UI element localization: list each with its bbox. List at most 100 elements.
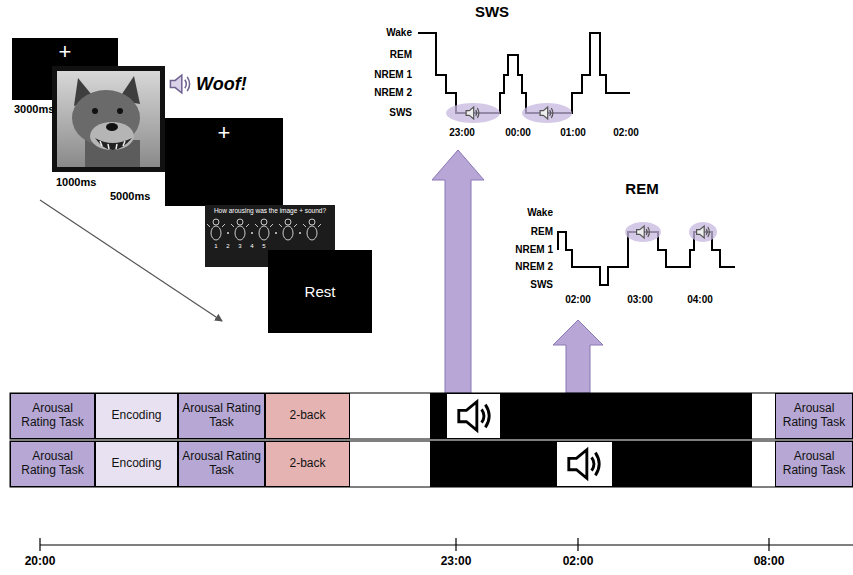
dog-photo bbox=[90, 122, 134, 150]
protocol-rows bbox=[430, 441, 752, 487]
duration-label: 3000ms bbox=[14, 103, 54, 116]
task-box: Arousal Rating Task bbox=[178, 393, 265, 439]
task-label: Encoding bbox=[111, 409, 161, 423]
time-tick: 04:00 bbox=[687, 294, 713, 306]
rating-manikins bbox=[307, 226, 317, 240]
speaker-icon bbox=[170, 75, 189, 93]
task-box: Encoding bbox=[95, 441, 178, 487]
plot-title: REM bbox=[625, 180, 658, 197]
rating-manikins bbox=[283, 226, 293, 240]
clock-time: 23:00 bbox=[441, 555, 472, 569]
task-label: Arousal Rating Task bbox=[182, 450, 261, 478]
stage-label: SWS bbox=[530, 279, 553, 291]
task-label: Encoding bbox=[111, 457, 161, 471]
rating-number: 3 bbox=[238, 243, 241, 250]
protocol-rows bbox=[10, 441, 853, 487]
hypnogram-sws bbox=[522, 103, 572, 123]
plot-title: SWS bbox=[475, 3, 509, 20]
rating-manikins bbox=[299, 232, 301, 234]
task-box: Arousal Rating Task bbox=[10, 441, 95, 487]
dog-photo bbox=[57, 71, 160, 167]
protocol-rows bbox=[557, 442, 612, 486]
hypnogram-sws bbox=[418, 33, 630, 123]
sound-word: Woof! bbox=[196, 74, 247, 95]
stage-label: REM bbox=[531, 226, 553, 238]
hypnogram-sws bbox=[446, 103, 500, 123]
protocol-rows bbox=[10, 393, 853, 487]
hypnogram-rem bbox=[697, 226, 710, 238]
block-arrow bbox=[432, 150, 484, 393]
stage-label: REM bbox=[390, 49, 412, 61]
task-box: Arousal Rating Task bbox=[10, 393, 95, 439]
rating-manikins bbox=[275, 232, 277, 234]
rating-manikins bbox=[227, 232, 301, 234]
time-tick: 00:00 bbox=[505, 127, 531, 139]
task-box: 2-back bbox=[265, 393, 350, 439]
dog-photo bbox=[52, 66, 165, 172]
clock-time: 08:00 bbox=[754, 555, 785, 569]
protocol-rows bbox=[430, 393, 752, 439]
clock-time: 20:00 bbox=[25, 555, 56, 569]
rest-screen: Rest bbox=[268, 250, 372, 333]
task-label: 2-back bbox=[289, 409, 325, 423]
time-tick: 02:00 bbox=[565, 294, 591, 306]
timeline bbox=[577, 538, 578, 551]
timeline bbox=[768, 538, 769, 551]
time-tick: 01:00 bbox=[560, 127, 586, 139]
duration-label: 1000ms bbox=[56, 176, 96, 189]
task-box: Arousal Rating Task bbox=[775, 393, 853, 439]
task-label: Arousal Rating Task bbox=[182, 402, 261, 430]
rating-manikins bbox=[227, 232, 229, 234]
screen-edge bbox=[12, 66, 52, 100]
task-label: Arousal Rating Task bbox=[14, 402, 91, 430]
rating-manikins bbox=[309, 219, 315, 225]
rating-manikins bbox=[285, 219, 291, 225]
hypnogram-sws bbox=[466, 107, 479, 119]
hypnogram-rem bbox=[637, 226, 650, 238]
dog-photo bbox=[100, 141, 125, 149]
task-label: Arousal Rating Task bbox=[14, 450, 91, 478]
rest-text: Rest bbox=[305, 283, 336, 301]
protocol-rows bbox=[459, 402, 489, 431]
fixation-cross: + bbox=[218, 122, 231, 144]
task-label: Arousal Rating Task bbox=[779, 450, 849, 478]
stage-label: Wake bbox=[386, 27, 412, 39]
hypnogram-sws bbox=[418, 33, 630, 113]
dog-photo bbox=[92, 108, 98, 114]
protocol-rows bbox=[447, 394, 500, 438]
hypnogram-rem bbox=[689, 222, 717, 242]
rating-manikins bbox=[207, 219, 321, 240]
dog-photo bbox=[52, 66, 165, 172]
time-tick: 23:00 bbox=[449, 127, 475, 139]
stage-label: SWS bbox=[389, 107, 412, 119]
stage-label: NREM 1 bbox=[515, 244, 553, 256]
hypnogram-sws bbox=[540, 107, 553, 119]
timeline bbox=[455, 538, 456, 551]
rating-manikins bbox=[259, 226, 269, 240]
timeline bbox=[40, 538, 853, 551]
dog-photo bbox=[106, 123, 118, 131]
dog-photo bbox=[117, 108, 123, 114]
time-arrow bbox=[40, 200, 222, 321]
rating-manikins bbox=[237, 219, 243, 225]
timeline bbox=[40, 544, 853, 545]
clock-time: 02:00 bbox=[563, 555, 594, 569]
fixation-screen: + bbox=[12, 38, 118, 66]
rating-number: 5 bbox=[262, 243, 265, 250]
dog-photo bbox=[95, 138, 132, 150]
task-box: 2-back bbox=[265, 441, 350, 487]
stage-label: NREM 2 bbox=[374, 87, 412, 99]
task-label: 2-back bbox=[289, 457, 325, 471]
rating-manikins bbox=[235, 226, 245, 240]
stage-label: Wake bbox=[527, 207, 553, 219]
rating-manikins bbox=[211, 226, 221, 240]
rating-number: 1 bbox=[214, 243, 217, 250]
task-label: Arousal Rating Task bbox=[779, 402, 849, 430]
rating-number: 4 bbox=[250, 243, 253, 250]
stage-label: NREM 2 bbox=[515, 261, 553, 273]
rating-number: 2 bbox=[226, 243, 229, 250]
timeline bbox=[39, 538, 40, 551]
rating-manikins bbox=[213, 219, 219, 225]
protocol-rows bbox=[10, 393, 853, 439]
